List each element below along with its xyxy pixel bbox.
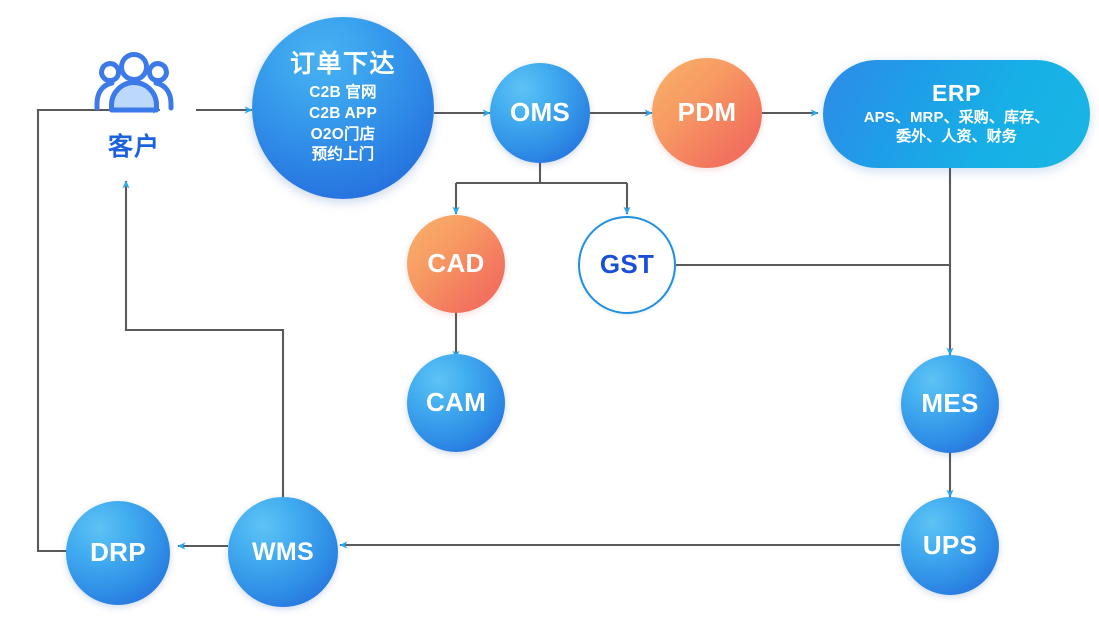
ups-label: UPS [922,530,978,561]
cam-label: CAM [425,387,487,418]
node-drp[interactable]: DRP [66,501,170,605]
node-ups[interactable]: UPS [901,497,999,595]
erp-title: ERP [931,80,982,107]
wms-label: WMS [252,538,314,566]
edge-drp-to-customer [36,106,161,553]
order-line-2: C2B APP [308,104,377,122]
node-wms[interactable]: WMS [228,497,338,607]
customer-label: 客户 [107,133,160,161]
erp-line-1: APS、MRP、采购、库存、 [863,108,1050,126]
node-pdm[interactable]: PDM [652,58,762,168]
order-line-4: 预约上门 [311,146,375,164]
oms-label: OMS [509,97,571,128]
users-group-icon [94,52,174,113]
pdm-label: PDM [677,97,737,128]
node-gst[interactable]: GST [578,216,676,314]
node-cam[interactable]: CAM [407,354,505,452]
order-line-1: C2B 官网 [309,84,377,102]
node-oms[interactable]: OMS [490,63,590,163]
node-order[interactable]: 订单下达 C2B 官网 C2B APP O2O门店 预约上门 [252,17,434,199]
node-cad[interactable]: CAD [407,215,505,313]
mes-label: MES [921,388,979,419]
edge-wms-to-customer [122,180,285,497]
erp-line-2: 委外、人资、财务 [896,128,1017,146]
order-line-3: O2O门店 [310,125,376,143]
node-customer[interactable]: 客户 [78,50,190,168]
order-title: 订单下达 [289,50,396,79]
gst-label: GST [599,249,655,280]
drp-label: DRP [90,537,146,568]
node-erp[interactable]: ERP APS、MRP、采购、库存、 委外、人资、财务 [823,60,1090,168]
cad-label: CAD [427,248,485,279]
node-mes[interactable]: MES [901,355,999,453]
